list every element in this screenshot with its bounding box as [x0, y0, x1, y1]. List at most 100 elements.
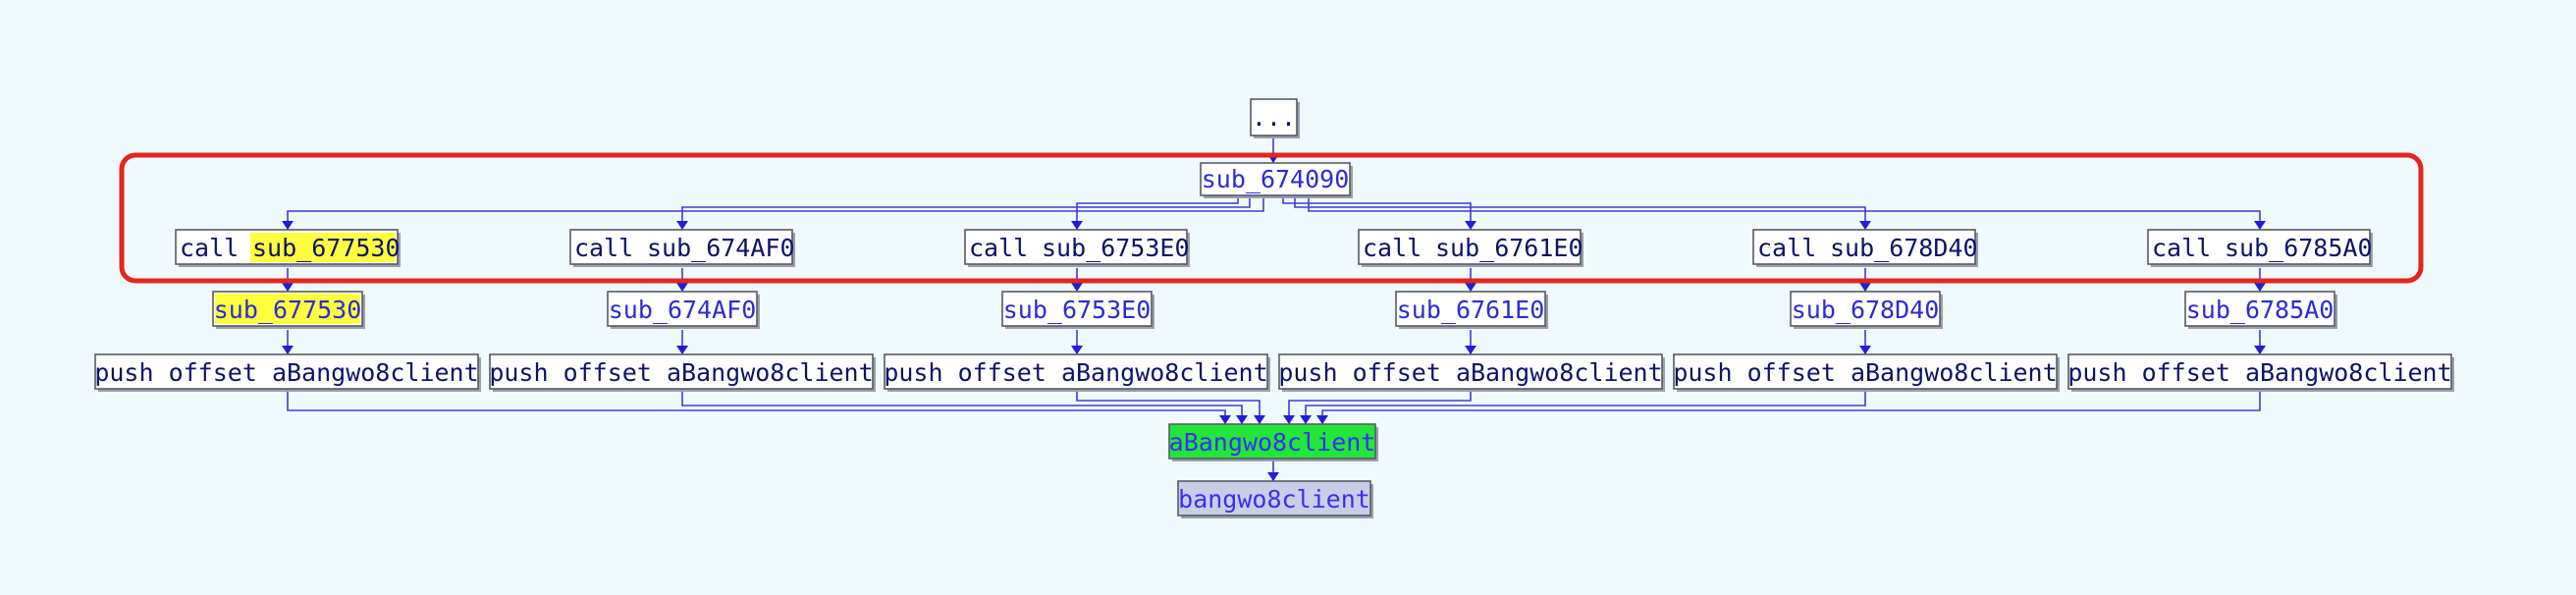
edge-push-merge-6: [1321, 391, 2261, 424]
arrowhead: [2254, 283, 2266, 292]
node-root[interactable]: sub_674090: [1200, 162, 1353, 198]
node-ellipsis-label: ...: [1252, 103, 1296, 132]
arrowhead: [1316, 415, 1328, 424]
call-node-2[interactable]: call sub_674AF0: [569, 229, 795, 267]
arrowhead: [1219, 415, 1231, 424]
node-bottom-label: bangwo8client: [1178, 485, 1370, 514]
sub-row: sub_677530 sub_674AF0 sub_6753E0 sub_676…: [212, 291, 2337, 329]
svg-text:call sub_6785A0: call sub_6785A0: [2152, 234, 2373, 262]
node-merge-label: aBangwo8client: [1169, 428, 1376, 457]
sub-node-3[interactable]: sub_6753E0: [1001, 291, 1154, 329]
call-target: sub_677530: [252, 234, 401, 262]
selection-highlight-box: [119, 152, 2424, 284]
push-node-label: push offset aBangwo8client: [94, 358, 478, 387]
svg-text:call sub_6761E0: call sub_6761E0: [1363, 234, 1583, 262]
sub-node-1[interactable]: sub_677530: [212, 291, 365, 329]
edge-root-call-1: [287, 196, 1264, 230]
sub-node-label: sub_6785A0: [2186, 296, 2334, 324]
arrowhead: [282, 221, 294, 230]
sub-node-5[interactable]: sub_678D40: [1790, 291, 1943, 329]
edge-root-call-4: [1282, 196, 1472, 230]
arrowhead: [676, 346, 688, 354]
arrowhead: [1300, 415, 1312, 424]
call-keyword: call: [180, 234, 239, 262]
call-keyword: call: [1363, 234, 1422, 262]
call-target: sub_6785A0: [2225, 234, 2373, 262]
call-target: sub_6761E0: [1435, 234, 1583, 262]
arrowhead: [1465, 221, 1476, 230]
call-target: sub_674AF0: [647, 234, 795, 262]
svg-text:call sub_677530: call sub_677530: [180, 234, 401, 262]
arrowhead: [1859, 221, 1871, 230]
push-node-label: push offset aBangwo8client: [2067, 358, 2451, 387]
call-node-4[interactable]: call sub_6761E0: [1358, 229, 1583, 267]
call-keyword: call: [574, 234, 633, 262]
sub-node-label: sub_6761E0: [1397, 296, 1545, 324]
call-keyword: call: [1757, 234, 1816, 262]
highlight-marker: [250, 233, 396, 262]
graph-arrowheads: [282, 154, 2266, 481]
edge-push-merge-1: [287, 391, 1226, 424]
sub-node-label: sub_674AF0: [609, 296, 757, 324]
push-node-label: push offset aBangwo8client: [1278, 358, 1662, 387]
arrowhead: [1071, 283, 1083, 292]
push-node-1[interactable]: push offset aBangwo8client: [94, 353, 481, 392]
call-node-1[interactable]: call sub_677530: [175, 229, 401, 267]
call-target: sub_678D40: [1830, 234, 1978, 262]
arrowhead: [1859, 283, 1871, 292]
push-row: push offset aBangwo8client push offset a…: [94, 353, 2454, 392]
push-node-label: push offset aBangwo8client: [489, 358, 873, 387]
edge-push-merge-5: [1305, 391, 1866, 424]
svg-text:call sub_6753E0: call sub_6753E0: [969, 234, 1190, 262]
push-node-5[interactable]: push offset aBangwo8client: [1673, 353, 2060, 392]
push-node-label: push offset aBangwo8client: [1673, 358, 2057, 387]
push-node-6[interactable]: push offset aBangwo8client: [2067, 353, 2454, 392]
arrowhead: [676, 283, 688, 292]
node-bottom[interactable]: bangwo8client: [1177, 480, 1373, 518]
edge-push-merge-4: [1288, 391, 1472, 424]
arrowhead: [1465, 346, 1476, 354]
sub-node-4[interactable]: sub_6761E0: [1395, 291, 1548, 329]
edge-root-call-6: [1308, 196, 2261, 230]
edge-root-call-5: [1294, 196, 1866, 230]
arrowhead: [1236, 415, 1248, 424]
sub-node-label: sub_677530: [214, 296, 362, 324]
call-node-3[interactable]: call sub_6753E0: [964, 229, 1190, 267]
arrowhead: [1859, 346, 1871, 354]
arrowhead: [1071, 221, 1083, 230]
arrowhead: [676, 221, 688, 230]
call-target: sub_6753E0: [1042, 234, 1190, 262]
arrowhead: [1071, 346, 1083, 354]
edge-push-merge-3: [1076, 391, 1261, 424]
svg-text:call sub_674AF0: call sub_674AF0: [574, 234, 795, 262]
arrowhead: [1283, 415, 1295, 424]
arrowhead: [1465, 283, 1476, 292]
edge-push-merge-2: [681, 391, 1243, 424]
sub-node-2[interactable]: sub_674AF0: [607, 291, 760, 329]
sub-node-label: sub_678D40: [1792, 296, 1940, 324]
arrowhead: [2254, 221, 2266, 230]
edge-root-call-2: [681, 196, 1251, 230]
arrowhead: [282, 346, 294, 354]
arrowhead: [1254, 415, 1265, 424]
call-row: call sub_677530 call sub_674AF0 call sub…: [175, 229, 2373, 267]
node-merge[interactable]: aBangwo8client: [1168, 423, 1378, 461]
push-node-3[interactable]: push offset aBangwo8client: [884, 353, 1270, 392]
sub-node-label: sub_6753E0: [1003, 296, 1152, 324]
sub-node-6[interactable]: sub_6785A0: [2184, 291, 2337, 329]
call-node-5[interactable]: call sub_678D40: [1752, 229, 1978, 267]
push-node-4[interactable]: push offset aBangwo8client: [1278, 353, 1665, 392]
push-node-2[interactable]: push offset aBangwo8client: [489, 353, 876, 392]
arrowhead: [2254, 346, 2266, 354]
highlight-marker: [215, 294, 360, 324]
edge-root-call-3: [1076, 196, 1239, 230]
push-node-label: push offset aBangwo8client: [884, 358, 1267, 387]
call-keyword: call: [2152, 234, 2211, 262]
node-ellipsis[interactable]: ...: [1250, 98, 1300, 138]
call-keyword: call: [969, 234, 1028, 262]
arrowhead: [282, 283, 294, 292]
node-root-label: sub_674090: [1202, 165, 1350, 193]
call-node-6[interactable]: call sub_6785A0: [2147, 229, 2373, 267]
svg-text:call sub_678D40: call sub_678D40: [1757, 234, 1978, 262]
